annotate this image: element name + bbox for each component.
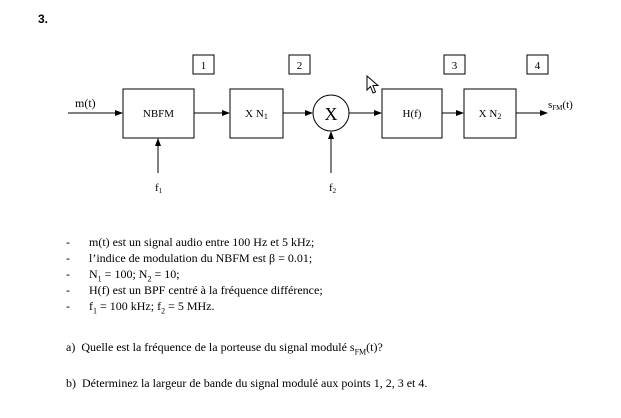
nbfm-label: NBFM <box>143 108 174 120</box>
input-label: m(t) <box>75 96 96 110</box>
list-item: -f1 = 100 kHz; f2 = 5 MHz. <box>66 299 215 316</box>
f2-label: f2 <box>329 182 337 195</box>
point-label-1: 1 <box>201 60 207 72</box>
point-label-2: 2 <box>297 60 303 72</box>
multiplier-n2-block <box>463 88 517 139</box>
list-item: -m(t) est un signal audio entre 100 Hz e… <box>66 235 315 249</box>
point-label-3: 3 <box>452 60 458 72</box>
list-item: -l’indice de modulation du NBFM est β = … <box>66 251 313 265</box>
list-item: -N1 = 100; N2 = 10; <box>66 267 180 284</box>
point-box-1 <box>192 54 215 75</box>
multiplier-n1-label: X N1 <box>245 108 268 121</box>
mixer-label: X <box>325 104 338 124</box>
multiplier-n2-label: X N2 <box>479 108 502 121</box>
point-box-2 <box>288 54 311 75</box>
f1-label: f1 <box>155 182 163 195</box>
mouse-pointer-icon <box>366 75 380 94</box>
point-box-3 <box>443 54 466 75</box>
filter-label: H(f) <box>403 108 422 120</box>
output-label: sFM(t) <box>548 99 573 112</box>
problem-number: 3. <box>38 12 49 26</box>
point-box-4 <box>526 54 549 75</box>
question-b: b) Déterminez la largeur de bande du sig… <box>66 376 428 390</box>
list-item: -H(f) est un BPF centré à la fréquence d… <box>66 283 323 297</box>
question-a: a) Quelle est la fréquence de la porteus… <box>66 340 383 357</box>
given-data-list: -m(t) est un signal audio entre 100 Hz e… <box>66 234 323 316</box>
point-label-4: 4 <box>535 60 541 72</box>
block-diagram: m(t) NBFM X N1 X H(f) X N2 sFM(t) 1 2 3 … <box>68 54 573 195</box>
